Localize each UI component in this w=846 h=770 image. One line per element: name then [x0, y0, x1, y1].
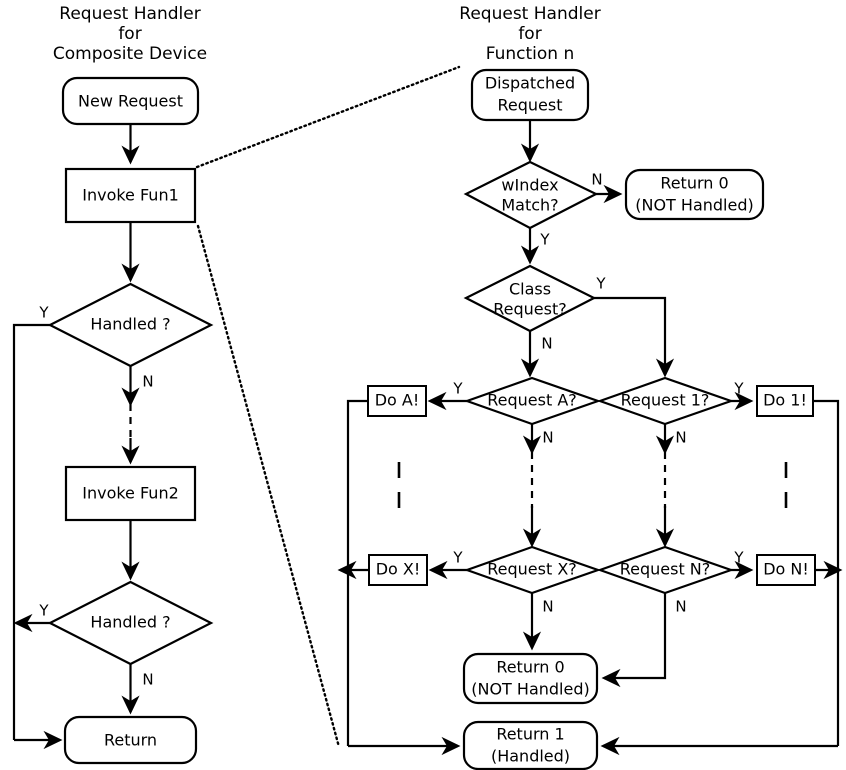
- node-dispatched-request-line1: Dispatched: [485, 74, 575, 93]
- node-do-1-label: Do 1!: [763, 391, 807, 410]
- edge-class-yes-to-request1: [594, 296, 675, 378]
- node-windex-match-line2: Match?: [501, 196, 558, 215]
- node-dispatched-request-line2: Request: [498, 96, 563, 115]
- node-handled-1-label: Handled ?: [90, 315, 170, 334]
- right-title-line2: for: [518, 24, 541, 44]
- node-return: [63, 715, 198, 765]
- node-do-n-label: Do N!: [763, 560, 809, 579]
- label-request-x-no: N: [542, 598, 553, 616]
- node-request-a-label: Request A?: [487, 391, 577, 410]
- node-do-a-label: Do A!: [375, 391, 420, 410]
- label-request-a-yes: Y: [452, 380, 463, 398]
- right-title-line3: Function n: [486, 44, 575, 64]
- dotted-connector-upper: [195, 65, 461, 169]
- node-return0-bottom: [462, 652, 599, 705]
- node-invoke-fun1-label: Invoke Fun1: [82, 186, 179, 205]
- label-handled1-no: N: [142, 373, 153, 391]
- node-handled-2-label: Handled ?: [90, 613, 170, 632]
- node-invoke-fun2: [64, 465, 197, 522]
- right-title-line1: Request Handler: [459, 4, 600, 24]
- node-do-a: [367, 385, 427, 417]
- node-return0-top-line2: (NOT Handled): [635, 196, 753, 215]
- node-return0-top-line1: Return 0: [660, 174, 728, 193]
- node-return1-line1: Return 1: [496, 725, 564, 744]
- edge-do1-to-right-rail: [813, 399, 840, 746]
- node-invoke-fun1: [64, 167, 197, 224]
- node-return0-bottom-line1: Return 0: [496, 658, 564, 677]
- left-title-line3: Composite Device: [53, 44, 207, 64]
- node-class-request: [463, 264, 597, 333]
- label-handled1-yes: Y: [38, 304, 49, 322]
- node-invoke-fun2-label: Invoke Fun2: [82, 484, 179, 503]
- node-class-request-line1: Class: [509, 280, 551, 299]
- edge-doa-to-left-rail: [346, 399, 368, 746]
- label-request-n-no: N: [675, 598, 686, 616]
- node-return0-top: [624, 168, 765, 221]
- node-return0-bottom-line2: (NOT Handled): [471, 680, 589, 699]
- node-do-x: [368, 554, 428, 586]
- label-handled2-yes: Y: [38, 602, 49, 620]
- node-return1-line2: (Handled): [491, 747, 570, 766]
- edge-requestn-no-to-return0: [601, 593, 667, 688]
- node-do-1: [756, 385, 814, 417]
- edge-handled1-yes-rail: [12, 323, 50, 740]
- node-request-1-label: Request 1?: [621, 391, 710, 410]
- label-request-1-yes: Y: [733, 380, 744, 398]
- label-windex-yes: Y: [539, 231, 550, 249]
- left-title-line2: for: [118, 24, 141, 44]
- label-class-no: N: [541, 335, 552, 353]
- label-request-x-yes: Y: [452, 549, 463, 567]
- left-title-line1: Request Handler: [59, 4, 200, 24]
- label-request-a-no: N: [542, 429, 553, 447]
- node-request-n-label: Request N?: [620, 560, 711, 579]
- node-new-request-label: New Request: [78, 92, 183, 111]
- node-windex-match-line1: wIndex: [501, 176, 558, 195]
- label-request-n-yes: Y: [733, 549, 744, 567]
- label-handled2-no: N: [142, 671, 153, 689]
- node-request-x-label: Request X?: [487, 560, 577, 579]
- node-do-n: [756, 554, 816, 586]
- label-class-yes: Y: [595, 275, 606, 293]
- node-do-x-label: Do X!: [376, 560, 421, 579]
- node-return-label: Return: [104, 731, 157, 750]
- label-request-1-no: N: [675, 429, 686, 447]
- node-return1: [462, 720, 599, 770]
- dotted-connector-lower: [196, 224, 341, 749]
- label-windex-no: N: [591, 171, 602, 189]
- node-class-request-line2: Request?: [493, 300, 566, 319]
